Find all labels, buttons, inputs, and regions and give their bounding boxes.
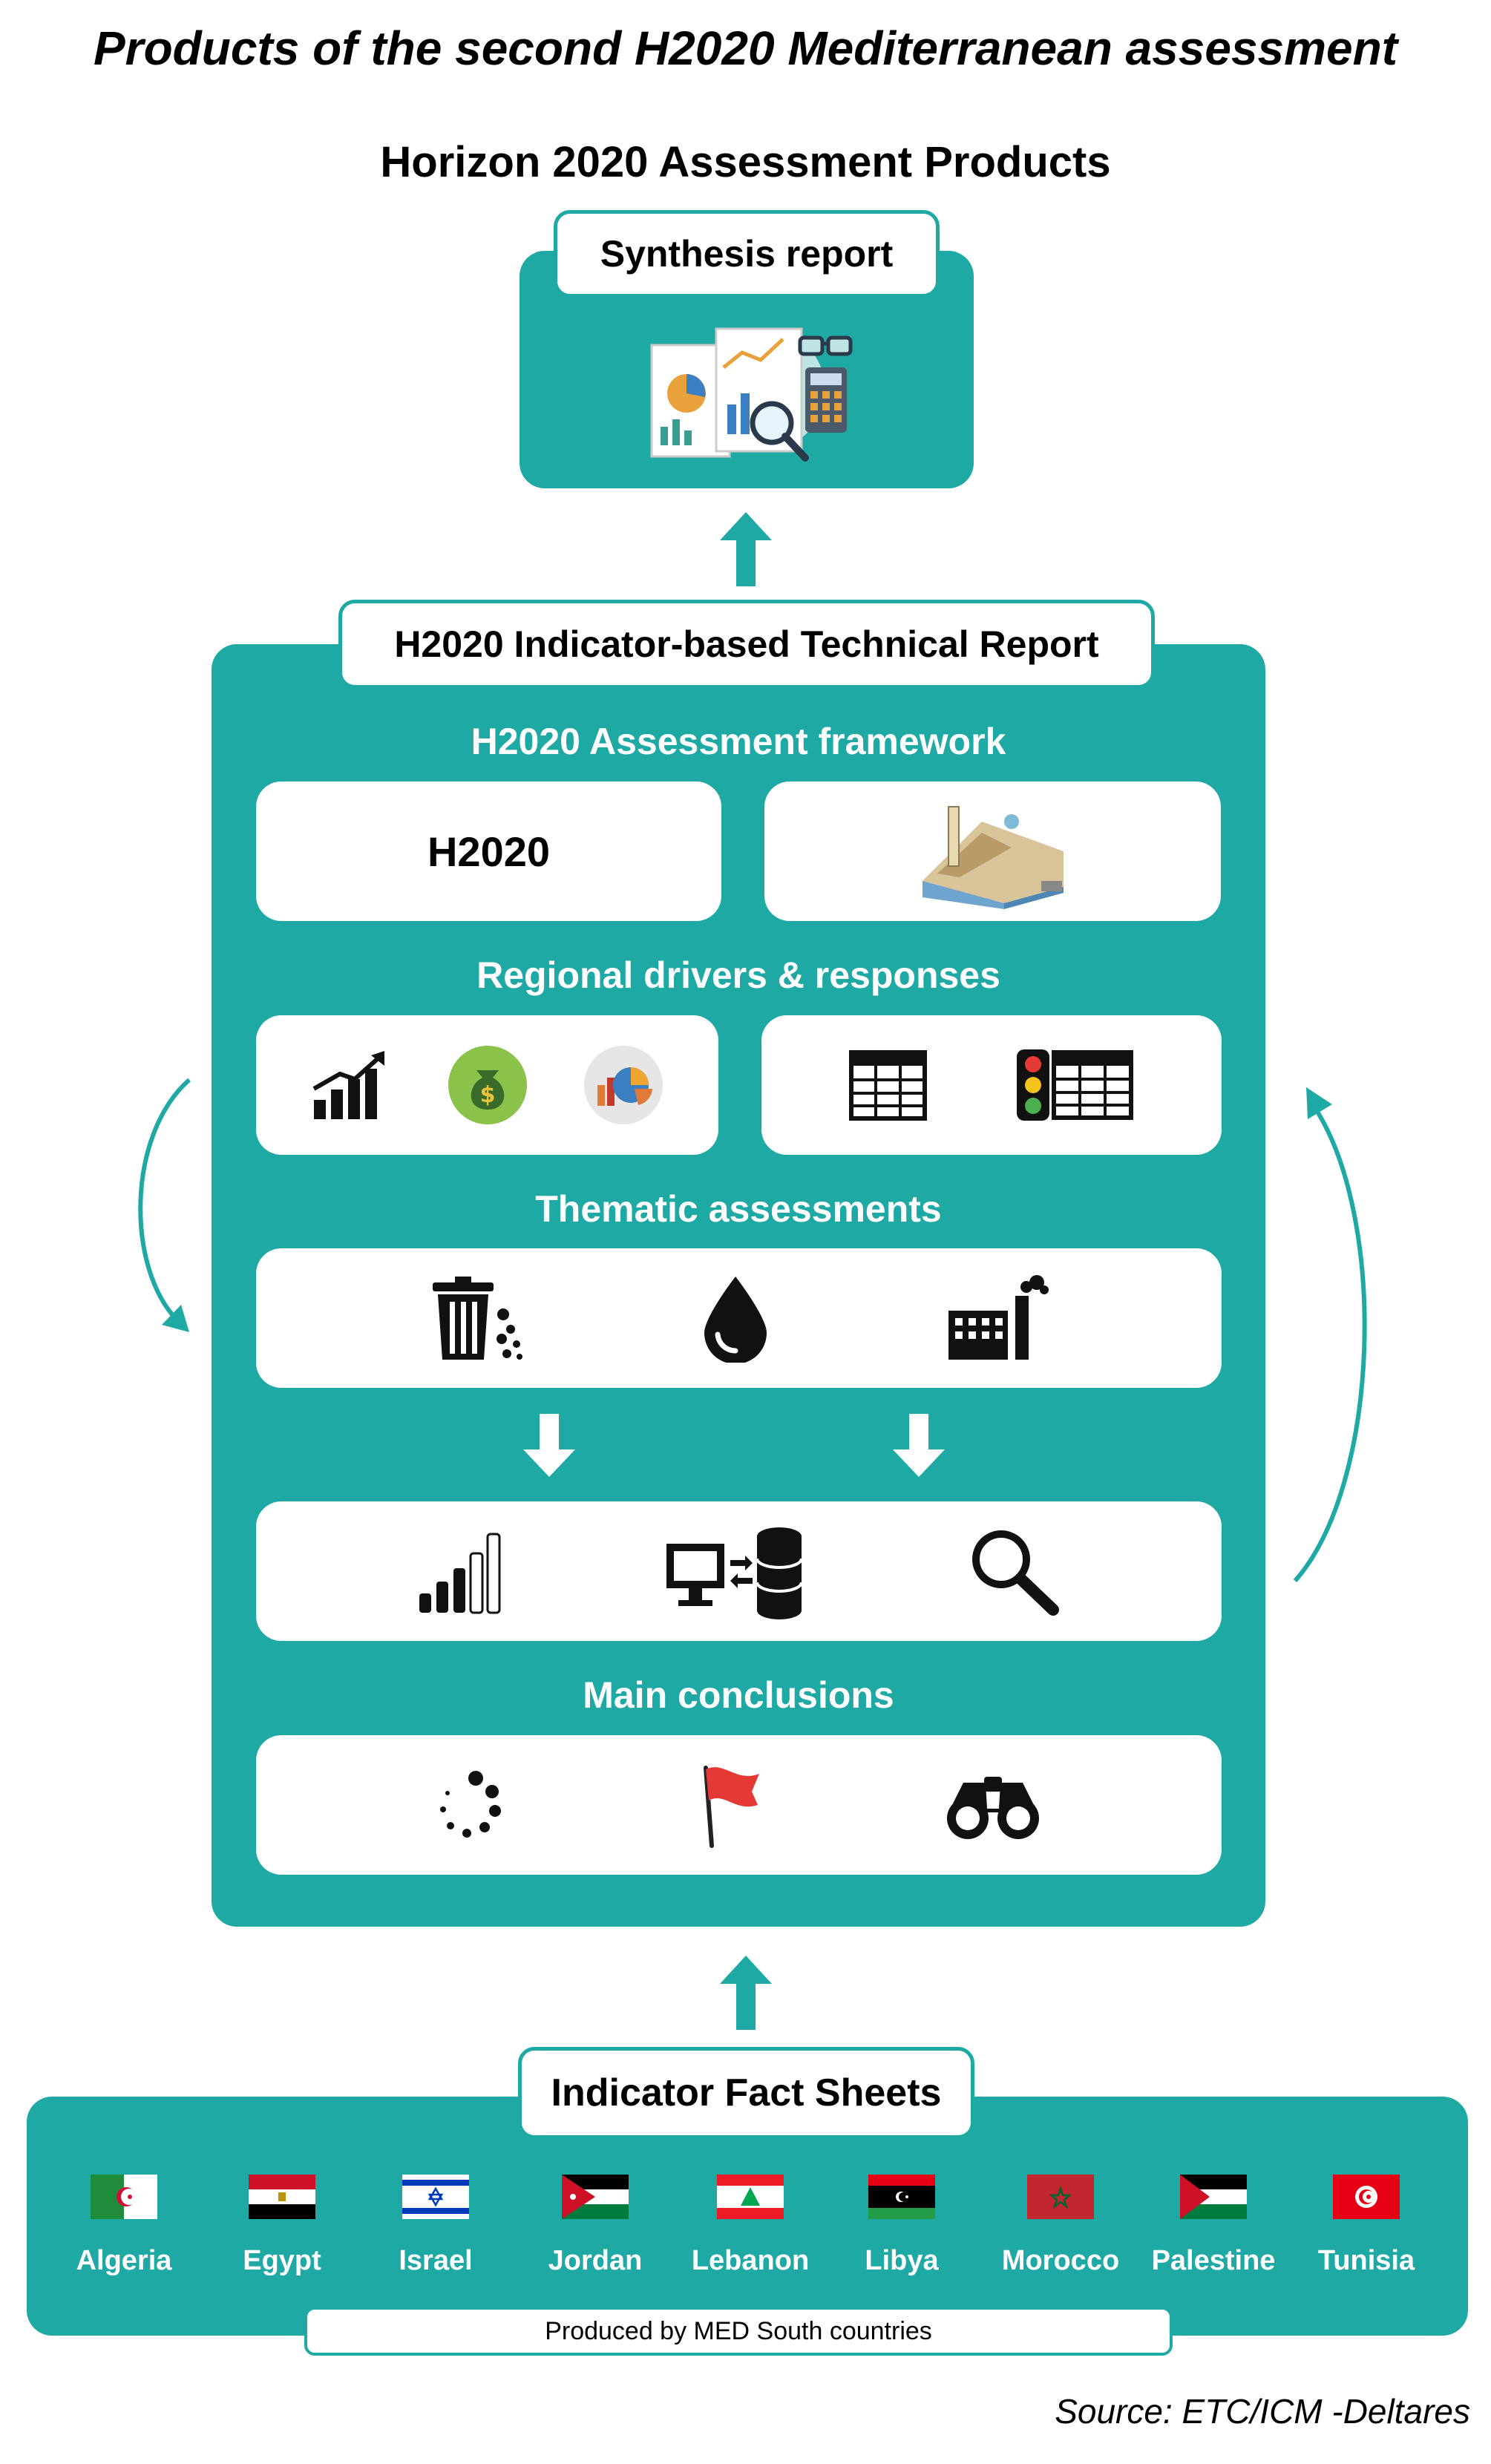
curved-arrow-right: [1291, 1069, 1388, 1588]
source-label: Source: ETC/ICM -Deltares: [1055, 2392, 1470, 2431]
conclusions-title: Main conclusions: [583, 1674, 894, 1716]
water-drop-icon: [698, 1274, 773, 1363]
fact-sheets-label: Indicator Fact Sheets: [551, 2071, 942, 2114]
thematic-card: [256, 1248, 1222, 1388]
country-label: Lebanon: [691, 2245, 810, 2276]
factory-icon: [945, 1274, 1049, 1363]
technical-report-tab: H2020 Indicator-based Technical Report: [338, 600, 1155, 689]
svg-text:$: $: [479, 1082, 495, 1108]
framework-title: H2020 Assessment framework: [471, 721, 1006, 762]
binoculars-icon: [941, 1768, 1045, 1842]
fact-sheets-tab: Indicator Fact Sheets: [518, 2047, 974, 2139]
synthesis-report-label: Synthesis report: [600, 233, 894, 275]
country-label: Morocco: [1001, 2245, 1120, 2276]
page-title: Products of the second H2020 Mediterrane…: [93, 22, 1398, 75]
flag-jordan: [562, 2175, 629, 2219]
money-bag-icon: $: [447, 1044, 528, 1126]
loading-dots-icon: [433, 1768, 507, 1842]
framework-h2020-text: H2020: [427, 828, 551, 875]
landscape-illustration-icon: [915, 792, 1071, 911]
flag-morocco: [1027, 2175, 1094, 2219]
search-icon: [966, 1527, 1062, 1616]
arrow-down-right: [893, 1414, 945, 1477]
synthesis-report-tab: Synthesis report: [554, 210, 940, 298]
flag-palestine: [1180, 2175, 1247, 2219]
computer-database-icon: [665, 1523, 806, 1619]
country-label: Algeria: [76, 2245, 172, 2276]
flag-lebanon: [717, 2175, 784, 2219]
flag-israel: [402, 2175, 469, 2219]
country-label: Palestine: [1151, 2245, 1276, 2276]
curved-arrow-left: [119, 1076, 200, 1343]
arrow-up-to-synthesis: [720, 512, 772, 586]
pie-chart-icon: [583, 1044, 664, 1126]
country-label: Jordan: [548, 2245, 643, 2276]
table-icon: [849, 1049, 928, 1121]
flag-libya: [868, 2175, 935, 2219]
flag-algeria: [91, 2175, 157, 2219]
arrow-up-to-report: [720, 1956, 772, 2030]
arrow-down-left: [523, 1414, 575, 1477]
rising-bar-chart-icon: [310, 1048, 392, 1122]
signal-bars-icon: [416, 1527, 505, 1616]
country-label: Egypt: [243, 2245, 321, 2276]
drivers-left-card: $: [256, 1015, 718, 1155]
country-label: Tunisia: [1317, 2245, 1415, 2276]
thematic-title: Thematic assessments: [535, 1188, 942, 1230]
drivers-title: Regional drivers & responses: [476, 954, 1000, 996]
synthesis-illustration: [646, 315, 868, 471]
flag-egypt: [249, 2175, 315, 2219]
technical-report-label: H2020 Indicator-based Technical Report: [394, 623, 1099, 665]
page-subtitle: Horizon 2020 Assessment Products: [380, 138, 1111, 186]
waste-bin-icon: [429, 1274, 525, 1363]
traffic-light-table-icon: [1015, 1048, 1134, 1122]
flag-tunisia: [1333, 2175, 1400, 2219]
flag-icon: [684, 1760, 765, 1849]
country-label: Libya: [865, 2245, 939, 2276]
analysis-card: [256, 1501, 1222, 1641]
framework-right-card: [764, 782, 1221, 921]
drivers-right-card: [761, 1015, 1222, 1155]
produced-by-tab: Produced by MED South countries: [304, 2307, 1173, 2356]
country-label: Israel: [399, 2245, 473, 2276]
produced-by-label: Produced by MED South countries: [545, 2316, 932, 2345]
conclusions-card: [256, 1735, 1222, 1875]
framework-left-card: H2020: [256, 782, 721, 921]
